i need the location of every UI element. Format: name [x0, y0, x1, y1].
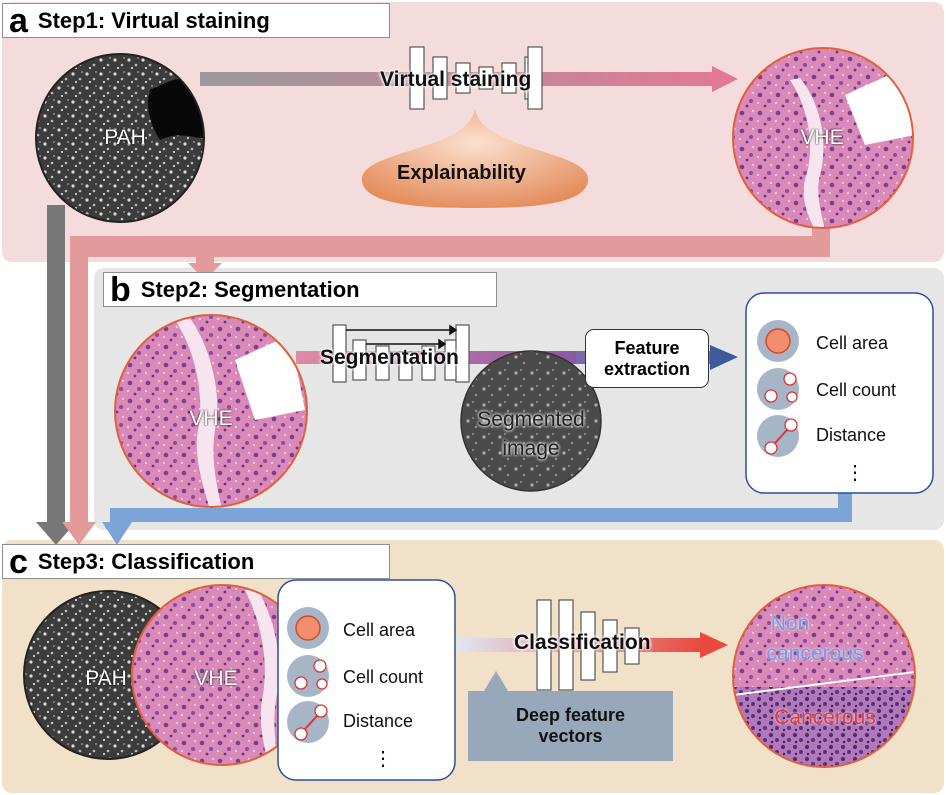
blue-down-arrow-head	[102, 522, 132, 545]
deep-feature-pointer	[484, 671, 508, 691]
deep-feature-line2: vectors	[538, 726, 603, 746]
feature-cell-count-c: Cell count	[343, 667, 424, 687]
segmented-label-2: image	[502, 437, 560, 460]
pah-label-a: PAH	[104, 126, 146, 149]
pink-to-b-arrow	[188, 257, 222, 280]
feature-cell-area-c: Cell area	[343, 620, 416, 640]
classification-network	[536, 599, 640, 691]
classification-label: Classification	[514, 631, 651, 654]
panel-a-title: Step1: Virtual staining	[37, 7, 270, 33]
segmented-pointer	[521, 350, 541, 360]
vhe-label-b: VHE	[189, 407, 233, 430]
vhe-label-c: VHE	[194, 667, 238, 690]
panel-a-header: a Step1: Virtual staining	[2, 3, 390, 38]
segmented-image	[461, 351, 601, 491]
feature-extraction-line2: extraction	[603, 358, 691, 379]
pink-down-arrow-head	[62, 522, 96, 545]
feature-icons-c	[287, 607, 329, 743]
result-image	[733, 585, 915, 767]
explainability-shape	[361, 108, 589, 208]
deep-feature-box	[468, 691, 673, 761]
blue-down-arrow-shaft	[110, 488, 852, 525]
panel-b-header: b Step2: Segmentation	[103, 272, 497, 307]
cancerous-label: Cancerous	[774, 706, 876, 729]
gray-down-arrow-head	[36, 522, 76, 545]
panel-b-title: Step2: Segmentation	[140, 276, 360, 302]
feature-more-c: ⋮	[373, 748, 393, 770]
feature-extraction-line1: Feature	[614, 337, 680, 358]
segmentation-label: Segmentation	[320, 346, 459, 369]
classification-arrow-head	[700, 632, 728, 658]
virtual-staining-network	[409, 46, 543, 110]
feature-extraction-box: Feature extraction	[585, 329, 709, 388]
feature-cell-area-b: Cell area	[816, 333, 889, 353]
non-cancerous-label-2: cancerous	[766, 642, 864, 665]
vhe-label-a: VHE	[800, 126, 844, 149]
panel-b-letter: b	[110, 270, 131, 309]
skip-connections	[346, 324, 458, 350]
pah-image-a	[36, 54, 204, 222]
feature-distance-b: Distance	[816, 425, 887, 445]
panel-a-letter: a	[9, 1, 28, 40]
segmented-label-1: Segmented	[477, 408, 585, 431]
feature-more-b: ⋮	[845, 462, 865, 484]
classification-arrow-shaft	[457, 638, 702, 652]
non-cancerous-label-1: Non	[770, 612, 810, 635]
virtual-staining-label: Virtual staining	[380, 68, 532, 91]
explainability-label: Explainability	[397, 162, 526, 184]
panel-c-header: c Step3: Classification	[2, 544, 390, 579]
panel-c-title: Step3: Classification	[37, 548, 255, 574]
feature-extraction-arrow-head	[710, 345, 738, 370]
feature-icons-b	[757, 320, 799, 457]
deep-feature-line1: Deep feature	[515, 705, 626, 725]
pah-label-c: PAH	[85, 667, 127, 690]
gray-down-arrow-shaft	[47, 205, 65, 525]
virtual-staining-arrow-head	[712, 66, 738, 92]
panel-c-letter: c	[9, 542, 28, 581]
feature-cell-count-b: Cell count	[816, 380, 897, 400]
feature-distance-c: Distance	[343, 711, 414, 731]
deep-feature-text: Deep feature vectors	[468, 691, 673, 761]
vhe-image-b	[115, 315, 307, 507]
segmentation-network	[332, 324, 470, 383]
